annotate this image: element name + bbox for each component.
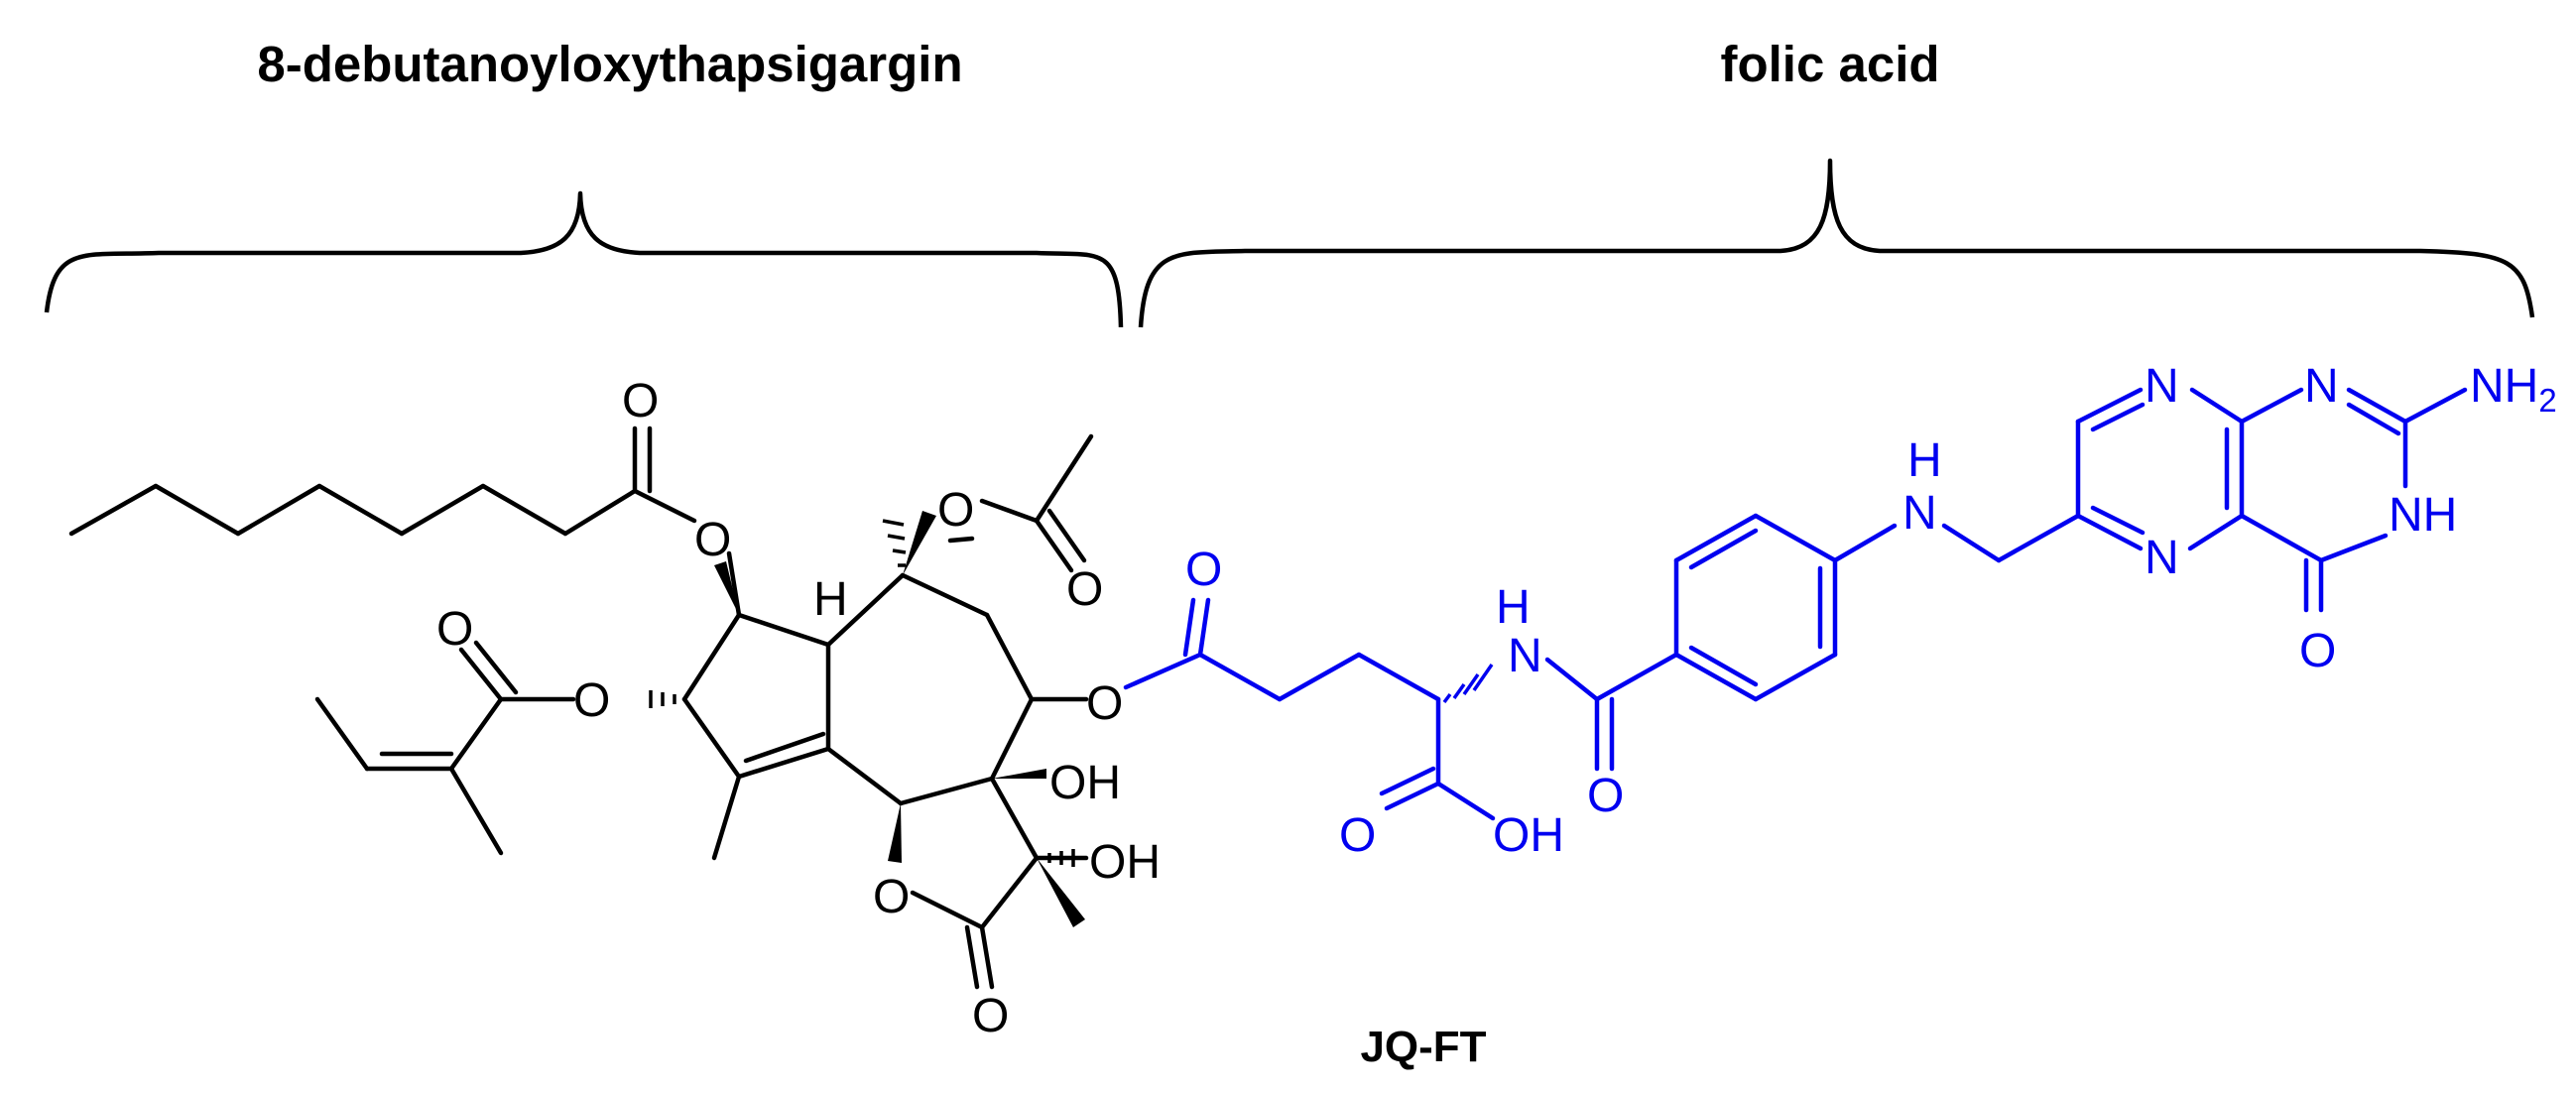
ring-h-label: H — [813, 573, 848, 626]
left-fragment-title: 8-debutanoyloxythapsigargin — [257, 36, 962, 92]
stereo-hashes — [649, 519, 1075, 867]
pteridine-n8-label: N — [2145, 532, 2179, 584]
thapsigargin-bonds — [68, 425, 1094, 990]
right-fragment-title: folic acid — [1720, 36, 1939, 92]
aniline-h-label: H — [1907, 434, 1942, 487]
pteridine-n1-label: N — [2304, 360, 2339, 413]
glutamate-carbonyl-o-label: O — [1185, 544, 1222, 596]
folate-bonds — [1123, 387, 2468, 821]
left-brace — [44, 190, 1124, 328]
acetate-o-label: O — [937, 484, 974, 537]
hydroxyl-label-2: OH — [1089, 836, 1161, 889]
compound-name: JQ-FT — [1360, 1023, 1486, 1071]
amide-n-label: N — [1508, 630, 1542, 682]
ketone-o-label: O — [622, 375, 659, 427]
aniline-n-label: N — [1902, 487, 1937, 540]
amide-h-label: H — [1496, 581, 1531, 634]
acid-carbonyl-o-label: O — [1339, 809, 1376, 862]
ester-o-label-1: O — [694, 514, 731, 566]
right-brace — [1138, 158, 2535, 328]
amino-group-label: NH2 — [2470, 360, 2557, 419]
lactone-o-label: O — [873, 871, 910, 923]
angelate-o-label: O — [436, 603, 473, 656]
angelate-ester-o-label: O — [573, 674, 610, 727]
linker-ester-o-label: O — [1086, 677, 1123, 730]
benzamide-o-label: O — [1587, 770, 1624, 822]
thapsigargin-atom-labels: O O O O H O O OH OH O O O — [436, 375, 1161, 1042]
hydroxyl-label-1: OH — [1049, 757, 1121, 809]
pteridine-n5-label: N — [2145, 360, 2179, 413]
carboxylic-oh-label: OH — [1493, 809, 1564, 862]
pteridine-nh-label: NH — [2389, 489, 2457, 542]
lactone-carbonyl-o-label: O — [972, 990, 1009, 1042]
folate-stereo-hashes — [1442, 664, 1494, 704]
folate-atom-labels: O H N O OH O H N N N N NH O NH2 — [1185, 360, 2557, 862]
acetate-carbonyl-o-label: O — [1066, 563, 1103, 616]
pteridine-oxo-label: O — [2299, 625, 2336, 677]
stereo-wedges — [714, 511, 1085, 927]
